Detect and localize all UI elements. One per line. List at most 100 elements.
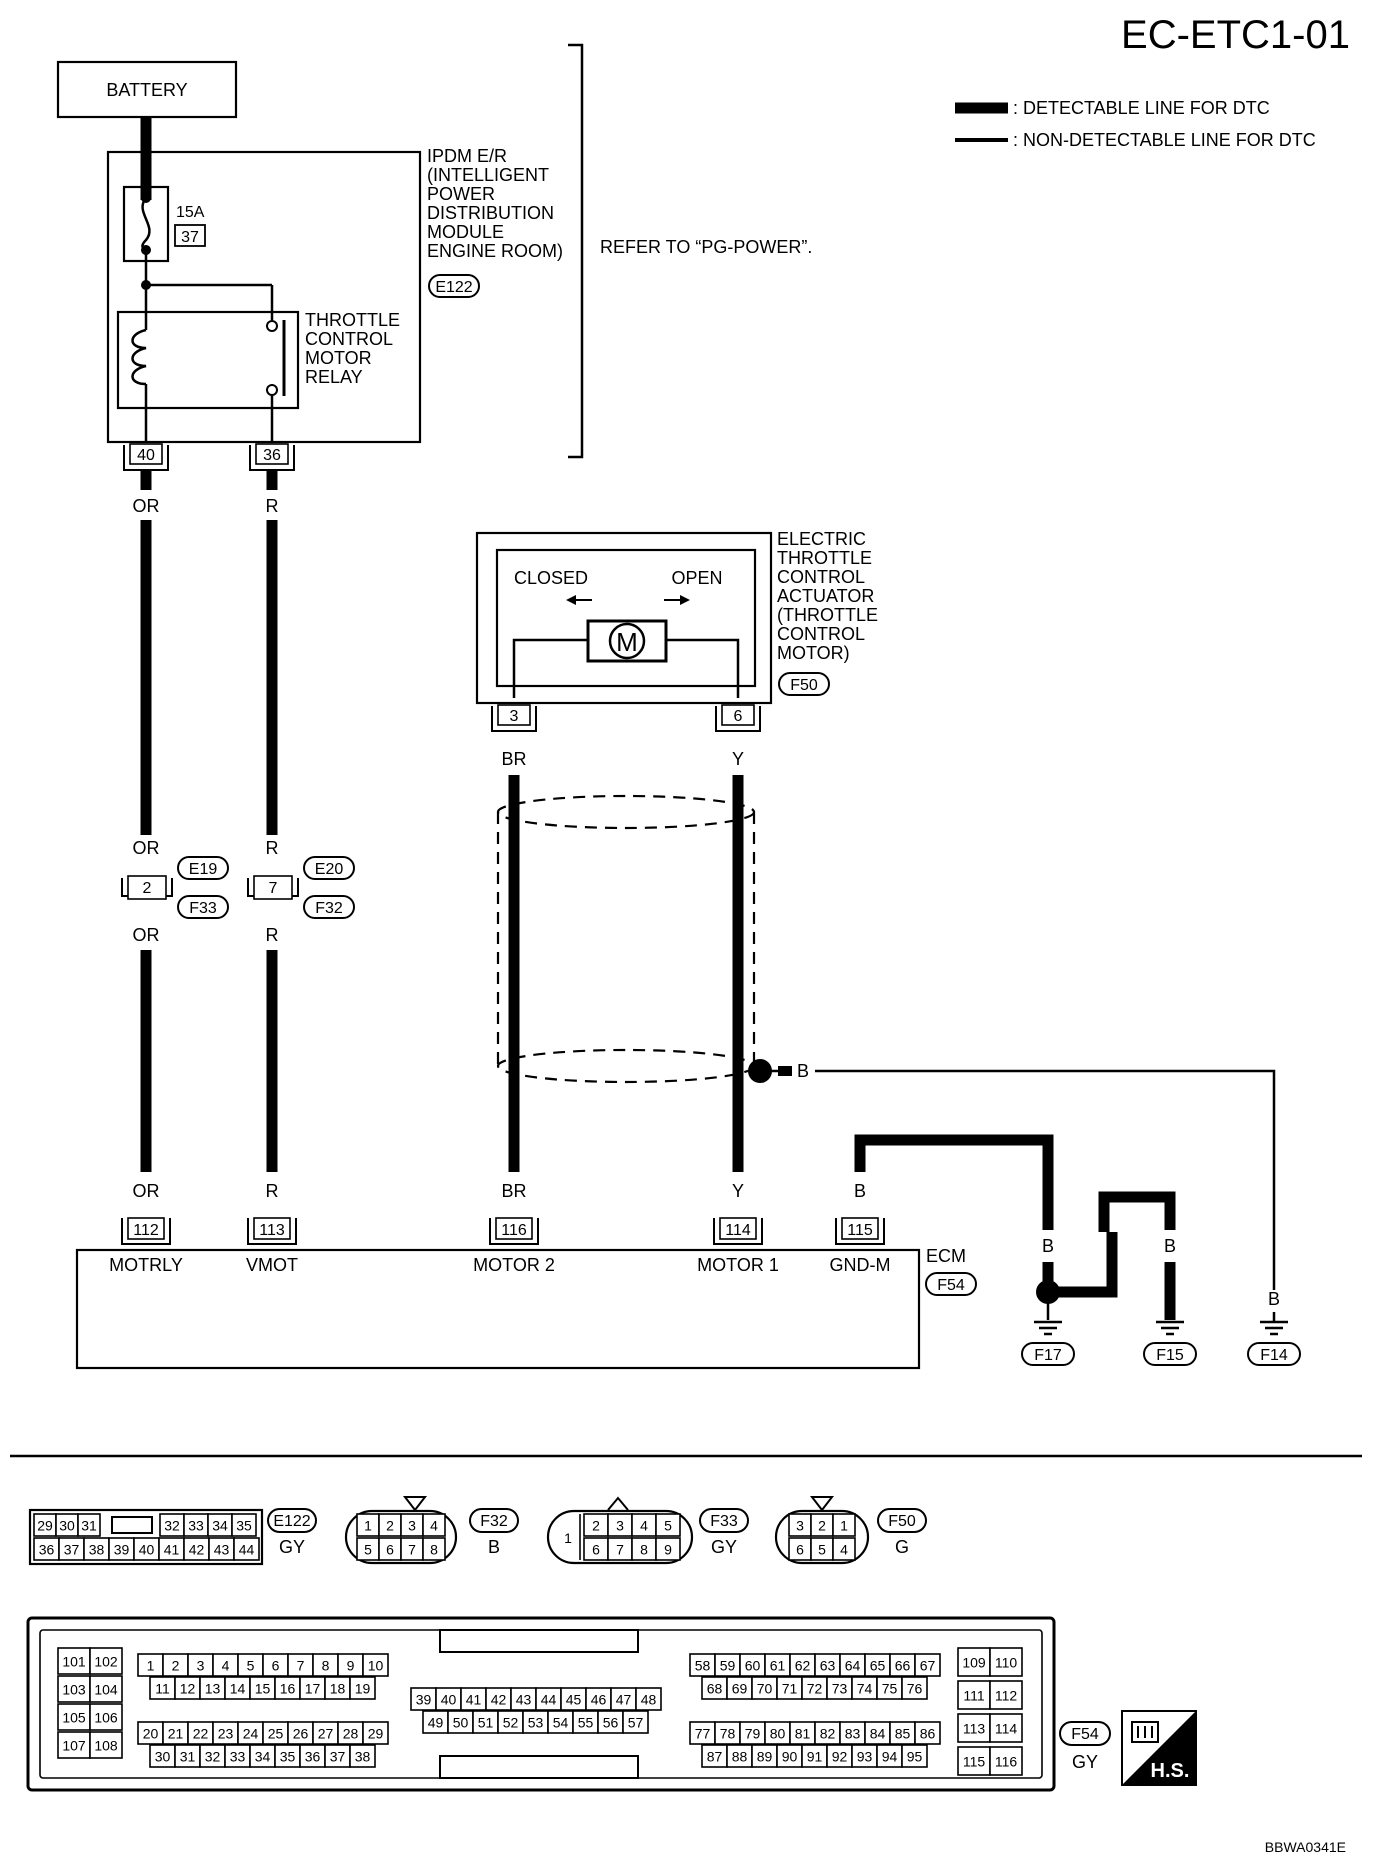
f54-pin-80-label: 80 <box>770 1726 786 1742</box>
joint-tag-f33: F33 <box>189 900 217 917</box>
f54-pin-57-label: 57 <box>628 1715 644 1731</box>
f32-face <box>344 1509 458 1565</box>
f54-pin-71-label: 71 <box>782 1681 798 1697</box>
svg-text:MOTOR: MOTOR <box>305 348 372 368</box>
f33-key-icon <box>607 1496 629 1511</box>
f54-pin-88-label: 88 <box>732 1749 748 1765</box>
f54-pin-101 <box>57 1647 91 1675</box>
joint-tag-e19: E19 <box>189 861 218 878</box>
f32-pin-4 <box>422 1513 446 1537</box>
f33-pin-5 <box>655 1513 681 1537</box>
f54-pin-111 <box>957 1680 991 1710</box>
wire-color-br: BR <box>501 749 526 769</box>
relay-box <box>116 310 300 410</box>
f54-pin-35-label: 35 <box>280 1749 296 1765</box>
e122-pin-40-label: 40 <box>139 1542 155 1558</box>
f54-pin-113-label: 113 <box>963 1721 986 1737</box>
f54-pin-72-label: 72 <box>807 1681 823 1697</box>
svg-text:OR: OR <box>133 838 160 858</box>
f50-pin-3-label: 3 <box>796 1518 804 1534</box>
e122-key <box>111 1516 153 1534</box>
f54-pin-38-label: 38 <box>355 1749 371 1765</box>
svg-text:115: 115 <box>847 1222 873 1239</box>
f54-pin-36-label: 36 <box>305 1749 321 1765</box>
f54-pin-58-label: 58 <box>695 1658 711 1674</box>
svg-text:OR: OR <box>133 1181 160 1201</box>
actuator-outer-box <box>475 531 773 705</box>
e122-pin-41-label: 41 <box>164 1542 180 1558</box>
e122-view-color: GY <box>279 1537 305 1557</box>
arrow-right-icon <box>680 595 690 605</box>
svg-text:MODULE: MODULE <box>427 222 504 242</box>
f54-pin-18-label: 18 <box>330 1681 346 1697</box>
f54-pin-9-label: 9 <box>347 1658 355 1674</box>
e122-pin-33-label: 33 <box>188 1518 204 1534</box>
svg-text:6: 6 <box>734 708 743 725</box>
ecm-terminal-112: 112 MOTRLY <box>109 1217 183 1275</box>
f33-pin-2-label: 2 <box>592 1518 600 1534</box>
f54-pin-69-label: 69 <box>732 1681 748 1697</box>
f54-pin-40-label: 40 <box>441 1692 457 1708</box>
f54-pin-54-label: 54 <box>553 1715 569 1731</box>
svg-text:B: B <box>1106 1236 1118 1256</box>
f54-pin-23-label: 23 <box>218 1726 234 1742</box>
f33-pin-3-label: 3 <box>616 1518 624 1534</box>
f54-pin-81-label: 81 <box>795 1726 811 1742</box>
ipdm-pin-36: 36 <box>249 443 295 471</box>
f54-pin-43-label: 43 <box>516 1692 532 1708</box>
f50-view-id: F50 <box>888 1513 916 1530</box>
f54-pin-107 <box>57 1731 91 1759</box>
f54-pin-63-label: 63 <box>820 1658 836 1674</box>
relay-label: THROTTLE CONTROL MOTOR RELAY <box>305 310 400 387</box>
svg-text:MOTOR 2: MOTOR 2 <box>473 1255 555 1275</box>
f32-key-icon <box>402 1496 428 1512</box>
legend-detectable-text: : DETECTABLE LINE FOR DTC <box>1013 98 1270 118</box>
f54-pin-8-label: 8 <box>322 1658 330 1674</box>
f50-pin-5-label: 5 <box>818 1542 826 1558</box>
f54-pin-101-label: 101 <box>62 1654 86 1670</box>
f32-pin-6-label: 6 <box>386 1542 394 1558</box>
f33-pin-6-label: 6 <box>592 1542 600 1558</box>
e122-pin-32-label: 32 <box>164 1518 180 1534</box>
actuator-open-label: OPEN <box>671 568 722 588</box>
f32-pin-1-label: 1 <box>364 1518 372 1534</box>
svg-text:ACTUATOR: ACTUATOR <box>777 586 874 606</box>
actuator-inner-box <box>495 548 757 688</box>
f54-pin-51-label: 51 <box>478 1715 494 1731</box>
actuator-closed-label: CLOSED <box>514 568 588 588</box>
e122-pin-37-label: 37 <box>64 1542 80 1558</box>
actuator-label: ELECTRIC THROTTLE CONTROL ACTUATOR (THRO… <box>777 529 878 663</box>
f50-pin-4 <box>832 1537 856 1561</box>
motor-icon <box>608 622 646 660</box>
f54-pin-104 <box>89 1675 123 1703</box>
f33-pin-1-label: 1 <box>564 1530 572 1546</box>
fuse-rating: 15A <box>176 204 205 221</box>
f54-pin-32-label: 32 <box>205 1749 221 1765</box>
f54-pin-33-label: 33 <box>230 1749 246 1765</box>
f54-pin-57 <box>622 1710 649 1734</box>
joint-tag-e20: E20 <box>315 861 344 878</box>
f54-pin-67-label: 67 <box>920 1658 936 1674</box>
f54-pin-109-label: 109 <box>962 1655 986 1671</box>
wire-color-y: Y <box>732 749 744 769</box>
f54-pin-47-label: 47 <box>616 1692 632 1708</box>
f50-key-icon <box>809 1496 835 1512</box>
relay-contact-icon <box>266 320 278 332</box>
f33-pin-8-label: 8 <box>640 1542 648 1558</box>
actuator-pin-3: 3 <box>491 704 537 732</box>
f54-pin-114-label: 114 <box>995 1721 1018 1737</box>
f54-pin-60-label: 60 <box>745 1658 761 1674</box>
f32-view-id: F32 <box>480 1513 508 1530</box>
f54-pin-89-label: 89 <box>757 1749 773 1765</box>
f54-pin-41-label: 41 <box>466 1692 482 1708</box>
f54-pin-108-label: 108 <box>94 1738 118 1754</box>
svg-text:114: 114 <box>725 1222 751 1239</box>
f54-pin-115-label: 115 <box>963 1754 986 1770</box>
joint-connector-e19-f33: 2 <box>121 875 173 900</box>
svg-text:MOTRLY: MOTRLY <box>109 1255 183 1275</box>
f50-pin-2-label: 2 <box>818 1518 826 1534</box>
f54-pin-86-label: 86 <box>920 1726 936 1742</box>
f54-pin-25-label: 25 <box>268 1726 284 1742</box>
